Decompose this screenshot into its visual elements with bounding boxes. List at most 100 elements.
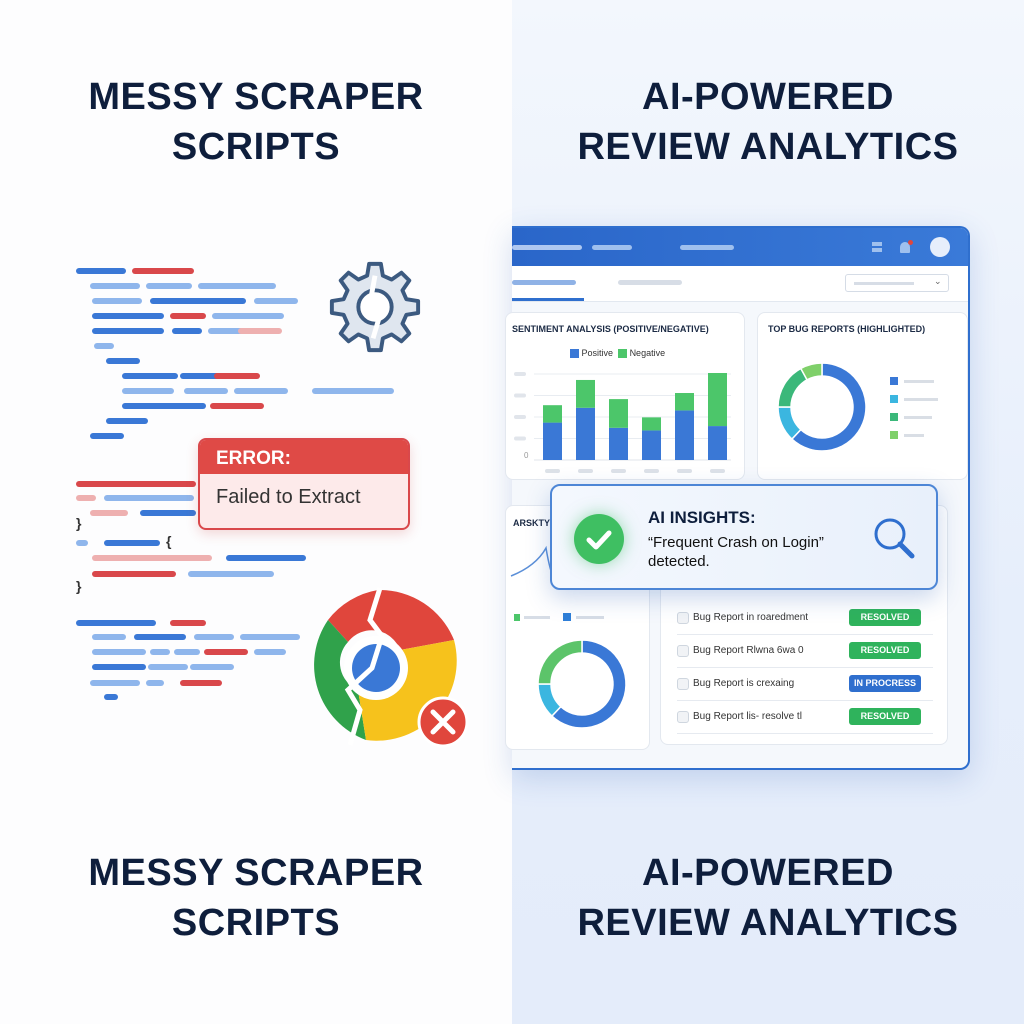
bug-list-row[interactable]: Bug Report in roaredment RESOLVED xyxy=(677,603,933,635)
nav-item[interactable] xyxy=(512,245,582,250)
donut-slice xyxy=(537,639,583,685)
code-line-segment xyxy=(94,343,114,349)
code-line-segment xyxy=(90,283,140,289)
sentiment-bar-chart xyxy=(514,372,731,473)
code-line-segment xyxy=(226,555,306,561)
code-line-segment xyxy=(140,510,196,516)
bug-title: Bug Report lis- resolve tl xyxy=(693,711,802,722)
nav-item[interactable] xyxy=(680,245,734,250)
bug-list-row[interactable]: Bug Report is crexaing IN PROCRESS xyxy=(677,669,933,701)
y-tick-label xyxy=(514,415,526,419)
code-line-segment xyxy=(170,620,206,626)
code-line-segment xyxy=(92,649,146,655)
donut-slice xyxy=(550,639,627,729)
grid-icon[interactable] xyxy=(872,242,882,252)
status-badge: RESOLVED xyxy=(849,642,921,659)
code-line-segment xyxy=(76,540,88,546)
check-icon xyxy=(574,514,624,564)
nav-item[interactable] xyxy=(592,245,632,250)
donut-slice xyxy=(537,683,562,718)
dashboard-topbar xyxy=(512,228,968,266)
dashboard-toolbar: ⌄ xyxy=(512,266,968,302)
code-line-segment xyxy=(212,313,284,319)
code-line-segment xyxy=(190,664,234,670)
row-checkbox[interactable] xyxy=(677,711,689,723)
magnifier-icon[interactable] xyxy=(870,514,920,564)
code-line-segment xyxy=(188,571,274,577)
bar-positive xyxy=(576,407,595,460)
code-line-segment xyxy=(134,634,186,640)
code-brace: { xyxy=(166,533,172,549)
bar-negative xyxy=(576,379,595,408)
code-line-segment xyxy=(150,649,170,655)
code-line-segment xyxy=(92,571,176,577)
insight-line2: detected. xyxy=(648,553,710,570)
avatar[interactable] xyxy=(930,237,950,257)
code-line-segment xyxy=(174,649,200,655)
x-tick-label xyxy=(644,469,659,473)
legend-swatch xyxy=(890,395,898,403)
code-line-segment xyxy=(240,634,300,640)
row-checkbox[interactable] xyxy=(677,612,689,624)
code-line-segment xyxy=(254,649,286,655)
error-message: Failed to Extract xyxy=(216,486,361,508)
donut-slice xyxy=(790,362,867,452)
code-line-segment xyxy=(214,373,260,379)
code-line-segment xyxy=(194,634,234,640)
bug-donut-chart xyxy=(777,362,867,452)
code-line-segment xyxy=(92,313,164,319)
broken-browser-icon xyxy=(314,587,469,748)
status-badge: IN PROCRESS xyxy=(849,675,921,692)
tab[interactable] xyxy=(618,280,682,285)
code-line-segment xyxy=(106,358,140,364)
filter-dropdown[interactable]: ⌄ xyxy=(845,274,949,292)
code-line-segment xyxy=(104,694,118,700)
x-tick-label xyxy=(545,469,560,473)
status-badge: RESOLVED xyxy=(849,609,921,626)
code-brace: } xyxy=(76,515,82,531)
status-badge: RESOLVED xyxy=(849,708,921,725)
bell-icon[interactable] xyxy=(900,242,910,253)
y-tick-label xyxy=(514,393,526,398)
code-line-segment xyxy=(312,388,394,394)
tab-underline xyxy=(512,298,584,301)
legend-label xyxy=(904,380,934,383)
bar-positive xyxy=(543,422,562,460)
code-line-segment xyxy=(92,328,164,334)
bar-negative xyxy=(675,393,694,411)
bug-list-row[interactable]: Bug Report lis- resolve tl RESOLVED xyxy=(677,702,933,734)
code-line-segment xyxy=(254,298,298,304)
code-line-segment xyxy=(122,403,206,409)
legend-label xyxy=(904,398,938,401)
x-tick-label xyxy=(677,469,692,473)
bar-negative xyxy=(642,417,661,431)
error-dialog: ERROR: Failed to Extract xyxy=(198,438,410,530)
code-line-segment xyxy=(148,664,188,670)
legend-swatch xyxy=(890,377,898,385)
notification-dot xyxy=(908,240,913,245)
code-line-segment xyxy=(122,388,174,394)
bug-title: Bug Report is crexaing xyxy=(693,678,795,689)
bug-title: Bug Report Rlwna 6wa 0 xyxy=(693,645,804,656)
code-line-segment xyxy=(210,403,264,409)
tab-active[interactable] xyxy=(512,280,576,285)
bug-list-row[interactable]: Bug Report Rlwna 6wa 0 RESOLVED xyxy=(677,636,933,668)
legend-positive: Positive xyxy=(581,348,614,358)
row-checkbox[interactable] xyxy=(677,645,689,657)
bar-negative xyxy=(609,399,628,428)
x-tick-label xyxy=(611,469,626,473)
code-line-segment xyxy=(238,328,282,334)
code-line-segment xyxy=(90,680,140,686)
bug-title: Bug Report in roaredment xyxy=(693,612,809,623)
code-line-segment xyxy=(146,283,192,289)
code-line-segment xyxy=(76,268,126,274)
code-line-segment xyxy=(76,620,156,626)
error-heading: ERROR: xyxy=(200,440,408,474)
row-checkbox[interactable] xyxy=(677,678,689,690)
code-line-segment xyxy=(150,298,246,304)
legend-swatch xyxy=(890,413,898,421)
